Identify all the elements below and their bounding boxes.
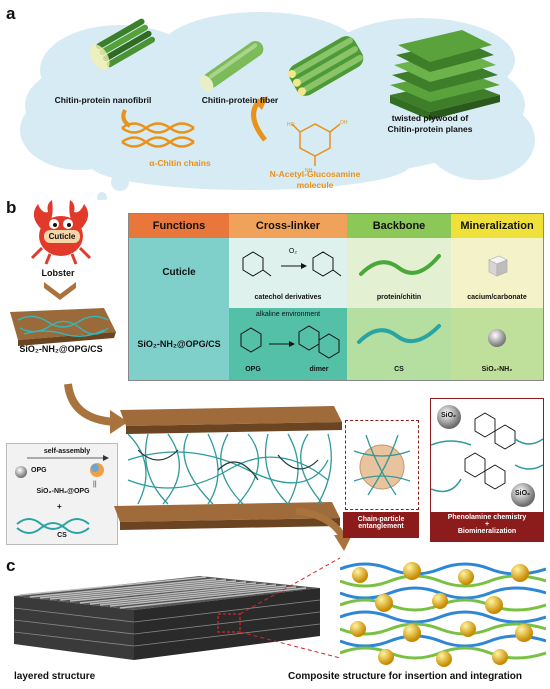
particle-entanglement-icon <box>353 434 411 496</box>
plywood-label-line2: Chitin-protein planes <box>387 124 473 134</box>
sio2-label-bottom: SiO₂ <box>515 490 531 497</box>
phenolamine-structure-box: SiO₂ SiO₂ <box>430 398 544 514</box>
panel-b-letter: b <box>6 198 17 217</box>
down-arrow-icon <box>44 282 76 300</box>
fiber-bundle-icon <box>287 36 364 96</box>
row2-crosslinker-cell: alkaline environment OPG dimer <box>229 308 347 380</box>
opg-box-label: OPG <box>31 467 47 474</box>
row1-mineral-caption: cacium/carbonate <box>467 294 527 301</box>
svg-text:HO: HO <box>287 122 295 128</box>
alpha-chitin-label: α-Chitin chains <box>149 158 211 168</box>
row2-mineral-caption: SiO₂-NH₂ <box>481 366 513 373</box>
layered-structure-label: layered structure <box>14 671 96 682</box>
row1-crosslinker-cell: O₂ catechol derivatives <box>229 238 347 308</box>
row1-backbone-caption: protein/chitin <box>376 294 422 301</box>
row1-mineral-cell: cacium/carbonate <box>451 238 543 308</box>
row2-mineral-cell: SiO₂-NH₂ <box>451 308 543 380</box>
row2-backbone-cell: CS <box>347 308 451 380</box>
panel-a-letter: a <box>6 4 16 23</box>
alpha-chitin-chains-icon <box>121 122 195 148</box>
plus-sign: + <box>57 502 62 511</box>
panel-a-illustration: HO OH NH <box>20 12 535 200</box>
composite-structure-illustration <box>340 562 546 667</box>
nanofibril-label: Chitin-protein nanofibril <box>54 95 152 105</box>
curved-arrow-icon <box>64 383 128 434</box>
catechol-structure-icon <box>242 251 342 277</box>
phenolamine-label-line2: Biomineralization <box>457 528 517 535</box>
protein-chain-icon <box>359 254 441 276</box>
hydrogel-slab-icon <box>10 308 116 346</box>
self-assembly-label: self-assembly <box>43 448 91 455</box>
row1-function-cell: Cuticle <box>129 238 229 308</box>
svg-text:OH: OH <box>340 120 348 126</box>
comparison-table: Functions Cross-linker Backbone Minerali… <box>128 213 544 381</box>
table-header-backbone: Backbone <box>347 214 451 238</box>
nag-label-line2: molecule <box>296 180 334 190</box>
fiber-icon <box>199 40 264 92</box>
fiber-label: Chitin-protein fiber <box>201 95 279 105</box>
plywood-label-line1: twisted plywood of <box>391 113 469 123</box>
layered-structure-illustration <box>13 557 340 660</box>
svg-text:||: || <box>93 481 97 488</box>
self-assembly-box: self-assembly || OPG SiO₂-NH₂@OPG + CS <box>6 443 118 545</box>
phenolamine-banner: Phenolamine chemistry + Biomineralizatio… <box>430 512 544 542</box>
table-header-mineralization: Mineralization <box>451 214 543 238</box>
carbonate-cube-icon <box>488 255 508 277</box>
row1-crosslinker-caption: catechol derivatives <box>254 294 322 301</box>
material-label: SiO₂-NH₂@OPG/CS <box>19 344 103 354</box>
alkaline-environment-label: alkaline environment <box>255 311 321 318</box>
row2-backbone-caption: CS <box>394 366 404 373</box>
entanglement-label-line2: entanglement <box>358 523 404 530</box>
entanglement-zoom-box <box>345 420 419 510</box>
cuticle-tag: Cuticle <box>44 230 80 243</box>
curve-arrow-icon <box>121 109 132 128</box>
phenolamine-label-line1: Phenolamine chemistry <box>447 514 527 521</box>
phenolamine-structure-icon <box>430 405 544 507</box>
curved-arrow-down-icon <box>295 507 352 551</box>
oxygen-reagent: O₂ <box>288 248 298 255</box>
hydrogel-network-sandwich <box>114 406 342 530</box>
table-header-crosslinker: Cross-linker <box>229 214 347 238</box>
composite-structure-label: Composite structure for insertion and in… <box>288 671 522 682</box>
phenolamine-plus: + <box>484 521 490 528</box>
nanofibril-icon <box>89 18 156 71</box>
lobster-label: Lobster <box>41 268 75 278</box>
chitosan-chain-icon <box>357 324 441 344</box>
plywood-stack-icon <box>390 30 500 120</box>
panel-c-letter: c <box>6 556 16 575</box>
self-assembly-icon: || <box>15 455 109 534</box>
dimer-label: dimer <box>309 366 329 373</box>
row1-backbone-cell: protein/chitin <box>347 238 451 308</box>
table-header-functions: Functions <box>129 214 229 238</box>
sio2-opg-box-label: SiO₂-NH₂@OPG <box>36 488 90 495</box>
opg-label: OPG <box>245 366 261 373</box>
cs-box-label: CS <box>57 532 67 539</box>
entanglement-label-line1: Chain-particle <box>357 516 405 523</box>
row2-function-cell: SiO₂-NH₂@OPG/CS <box>129 308 229 380</box>
glucosamine-molecule-icon <box>291 123 341 166</box>
entanglement-banner: Chain-particle entanglement <box>343 512 419 538</box>
nag-label-line1: N-Acetyl-Glucosamine <box>269 169 361 179</box>
sio2-label-top: SiO₂ <box>441 412 457 419</box>
opg-dimerization-icon <box>240 325 340 359</box>
silica-sphere-icon <box>488 329 506 347</box>
svg-text:NH: NH <box>305 168 313 174</box>
